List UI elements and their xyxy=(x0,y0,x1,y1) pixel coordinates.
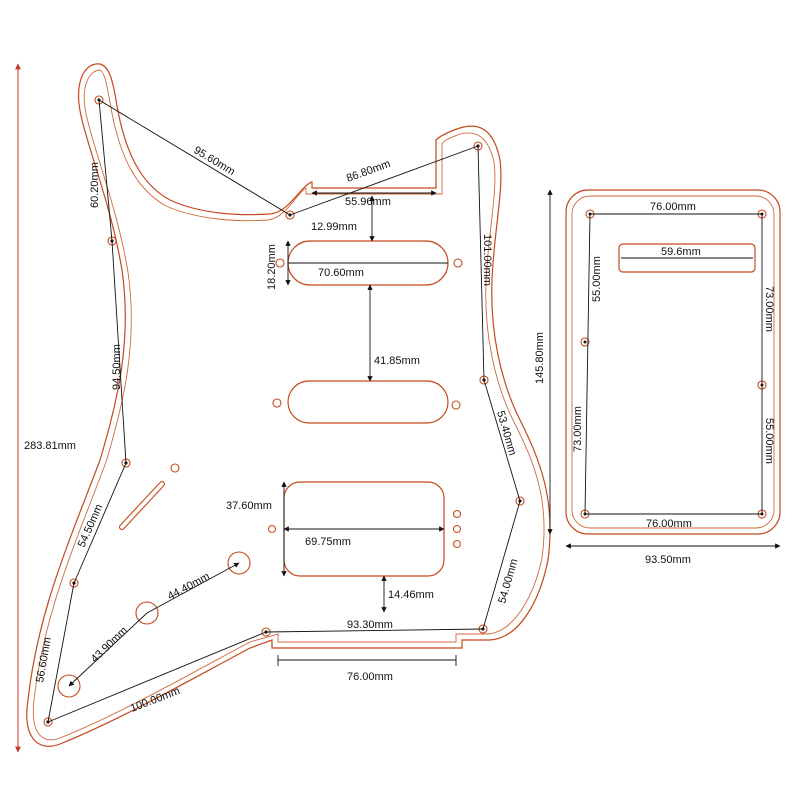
label-101-00: 101.00mm xyxy=(481,234,493,286)
back-plate-slot xyxy=(618,243,756,273)
label-43-90: 43.90mm xyxy=(89,625,130,665)
back-plate-slot-width-label: 59.6mm xyxy=(661,246,701,258)
label-54-00: 54.00mm xyxy=(496,557,520,604)
overall-height-label: 283.81mm xyxy=(24,440,76,452)
back-plate-left-lower-label: 73.00mm xyxy=(572,406,584,452)
label-93-30: 93.30mm xyxy=(347,619,393,631)
back-plate: 145.80mm 76.00mm 59.6mm 55.00mm 73.00mm … xyxy=(534,189,781,566)
label-14-46: 14.46mm xyxy=(388,589,434,601)
label-60-20: 60.20mm xyxy=(89,162,101,208)
bridge-pickup-hole-right-3 xyxy=(452,539,462,549)
back-plate-outline-inner xyxy=(571,195,775,529)
back-plate-right-upper-label: 73.00mm xyxy=(763,286,775,332)
back-plate-top-width-label: 76.00mm xyxy=(650,201,696,213)
back-plate-left-upper-label: 55.00mm xyxy=(591,256,603,302)
label-100-00: 100.00mm xyxy=(129,685,182,715)
neck-pickup-hole-right xyxy=(453,258,463,268)
label-44-40: 44.40mm xyxy=(166,571,212,603)
label-86-80: 86.80mm xyxy=(345,158,392,185)
middle-pickup-hole-left xyxy=(272,398,282,408)
back-plate-height-label: 145.80mm xyxy=(534,332,546,384)
dimension-lines xyxy=(47,99,521,723)
label-18-20: 18.20mm xyxy=(266,244,278,290)
middle-pickup-hole-right xyxy=(451,400,461,410)
label-53-40: 53.40mm xyxy=(494,410,518,457)
middle-pickup-slot xyxy=(287,380,449,424)
bridge-pickup-hole-right-2 xyxy=(452,524,462,534)
label-76-00-bottom: 76.00mm xyxy=(347,671,393,683)
label-12-99: 12.99mm xyxy=(311,221,357,233)
switch-slot xyxy=(119,481,165,530)
switch-side-hole xyxy=(170,463,180,473)
label-54-50: 54.50mm xyxy=(76,502,106,549)
label-70-60: 70.60mm xyxy=(318,267,364,279)
label-37-60: 37.60mm xyxy=(226,500,272,512)
label-94-50: 94.50mm xyxy=(111,344,123,390)
back-plate-bottom-width-label: 76.00mm xyxy=(646,518,692,530)
neck-pickup-hole-left xyxy=(275,258,285,268)
bridge-pickup-hole-right-1 xyxy=(452,509,462,519)
bridge-pickup-hole-left xyxy=(267,524,277,534)
back-plate-right-lower-label: 55.00mm xyxy=(763,418,775,464)
label-41-85: 41.85mm xyxy=(374,355,420,367)
back-plate-outline xyxy=(565,189,781,535)
back-plate-overall-width-label: 93.50mm xyxy=(645,554,691,566)
label-69-75: 69.75mm xyxy=(305,536,351,548)
label-55-96: 55.96mm xyxy=(345,196,391,208)
label-95-60: 95.60mm xyxy=(191,144,236,178)
